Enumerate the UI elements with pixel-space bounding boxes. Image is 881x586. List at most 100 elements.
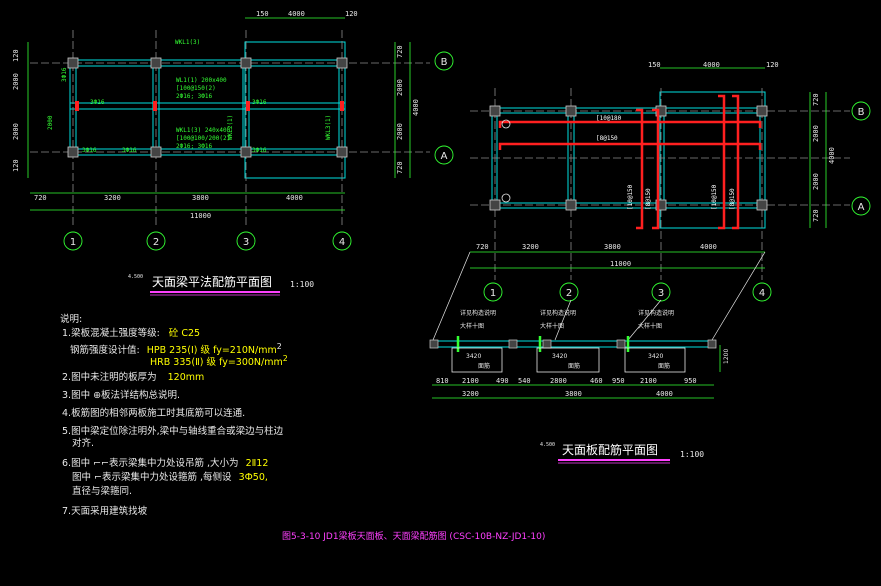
- left-plan: WKL1(3) WL1(1) 200x400 [100@150(2) 2Ф16;…: [12, 10, 454, 296]
- note-text: 2.图中未注明的板厚为: [62, 372, 157, 383]
- beam-label: [100@150(2): [176, 85, 216, 92]
- axis-label: 2: [153, 237, 159, 248]
- beam-label: [100@100/200(2): [176, 135, 230, 142]
- axis-label: 4: [339, 237, 345, 248]
- section-word: 面筋: [478, 362, 490, 370]
- note-3: 3.图中 ⊕板法详结构总说明.: [62, 390, 181, 401]
- hanger-bar: [153, 101, 157, 111]
- vertical-rebar: [732, 94, 740, 230]
- rebar-label: [10@150: [711, 184, 718, 210]
- note-4: 4.板筋图的相邻两板施工时其底筋可以连通.: [62, 408, 246, 419]
- axis-label: A: [858, 202, 865, 213]
- note-1: 1.梁板混凝土强度等级: 砼 C25: [62, 328, 200, 339]
- axis-label: B: [858, 107, 865, 118]
- dim-label: 2000: [396, 123, 404, 140]
- axis-bubble: [851, 196, 871, 216]
- note-text: 6.图中 ⌐⌐表示梁集中力处设吊筋 ,大小为: [62, 458, 239, 469]
- dim-label: 3200: [522, 243, 539, 251]
- column: [67, 57, 79, 69]
- slab-symbol: [501, 193, 511, 203]
- vertical-rebar: [636, 108, 644, 230]
- axis-bubble: [146, 231, 166, 251]
- section-dim: 2100: [462, 377, 479, 385]
- vertical-rebar: [652, 108, 660, 230]
- axis-label: 1: [70, 237, 76, 248]
- dim-label: 720: [396, 161, 404, 174]
- note-text: 图中 ⌐表示梁集中力处设箍筋 ,每侧设: [72, 472, 232, 483]
- beam-label: WKL1(3): [175, 39, 200, 46]
- beam-label: 3Ф16: [82, 147, 97, 154]
- dim-label: 720: [812, 209, 820, 222]
- beam-label: 2Ф16; 3Ф16: [176, 93, 213, 100]
- column: [240, 146, 252, 158]
- column: [336, 57, 348, 69]
- axis-label: A: [441, 151, 448, 162]
- vertical-rebar: [718, 94, 726, 230]
- column: [240, 57, 252, 69]
- note-6c: 直径与梁箍同.: [72, 486, 133, 497]
- note-value: 3Ф50,: [238, 472, 268, 483]
- beam-label: 2Ф16; 3Ф16: [176, 143, 213, 150]
- axis-bubble: [236, 231, 256, 251]
- dim-label: 120: [345, 10, 358, 18]
- note-1-steel: 钢筋强度设计值: HPB 235(Ⅰ) 级 fy=210N/mm2: [70, 342, 282, 357]
- section-word: 面筋: [568, 362, 580, 370]
- rebar-label: [10@150: [627, 184, 634, 210]
- column: [565, 105, 577, 117]
- dim-label: 11000: [610, 260, 631, 268]
- note-7: 7.天面采用建筑找坡: [62, 506, 148, 517]
- axis-bubble: [851, 101, 871, 121]
- axis-label: 2: [566, 288, 572, 299]
- column: [150, 57, 162, 69]
- section-dim: 3420: [648, 353, 663, 360]
- dim-label: 3800: [192, 194, 209, 202]
- axis-bubble: [483, 282, 503, 302]
- section-dim: 950: [612, 377, 625, 385]
- section-total: 3200: [462, 390, 479, 398]
- left-upper-room: [244, 41, 346, 179]
- axis-bubble: [752, 282, 772, 302]
- note-value: 2Ⅱ12: [245, 458, 269, 469]
- note-value: 砼 C25: [168, 328, 201, 339]
- dim-label: 2000: [396, 79, 404, 96]
- dim-label: 150: [256, 10, 269, 18]
- beam-label: 3Ф16: [252, 147, 267, 154]
- beam-label: 3Ф16: [61, 67, 68, 82]
- note-sup: 2: [276, 342, 282, 351]
- dim-label: 3800: [604, 243, 621, 251]
- column: [489, 105, 501, 117]
- right-plan-title: 天面板配筋平面图: [562, 442, 658, 457]
- section-label: 详见构造说明: [638, 309, 674, 317]
- dim-label: 720: [476, 243, 489, 251]
- section-total: 3800: [565, 390, 582, 398]
- bottom-rebar: [498, 142, 762, 150]
- dim-label: 150: [648, 61, 661, 69]
- column: [655, 199, 667, 211]
- section-label: 详见构造说明: [540, 309, 576, 317]
- note-sup: 2: [282, 354, 288, 363]
- note-2: 2.图中未注明的板厚为 120mm: [62, 372, 204, 383]
- note-text: 钢筋强度设计值:: [70, 345, 140, 357]
- note-5: 5.图中梁定位除注明外,梁中与轴线重合或梁边与柱边: [62, 426, 284, 437]
- dim-label: 720: [396, 45, 404, 58]
- figure-caption: 图5-3-10 JD1梁板天面板、天面梁配筋图 (CSC-10B-NZ-JD1-…: [282, 532, 546, 542]
- section-dim: 810: [436, 377, 449, 385]
- top-rebar: [498, 120, 762, 128]
- beam-label: 3Ф16: [252, 99, 267, 106]
- beam-label: WKL1(3) 240x400: [176, 127, 231, 134]
- dim-label: 120: [766, 61, 779, 69]
- column: [756, 199, 768, 211]
- beam-label: WKL2(1): [227, 115, 234, 140]
- section-dim: 1200: [723, 349, 730, 364]
- section-word: 面筋: [658, 362, 670, 370]
- axis-label: 3: [243, 237, 249, 248]
- elev-mark: 4.500: [540, 442, 555, 448]
- rebar-label: [10@180: [596, 115, 622, 122]
- axis-bubble: [332, 231, 352, 251]
- dim-label: 720: [34, 194, 47, 202]
- note-value: HPB 235(Ⅰ) 级 fy=210N/mm: [146, 345, 277, 357]
- section-label: 大样十图: [460, 322, 484, 330]
- dim-label: 2000: [12, 123, 20, 140]
- dim-label: 11000: [190, 212, 211, 220]
- dim-label: 2000: [812, 173, 820, 190]
